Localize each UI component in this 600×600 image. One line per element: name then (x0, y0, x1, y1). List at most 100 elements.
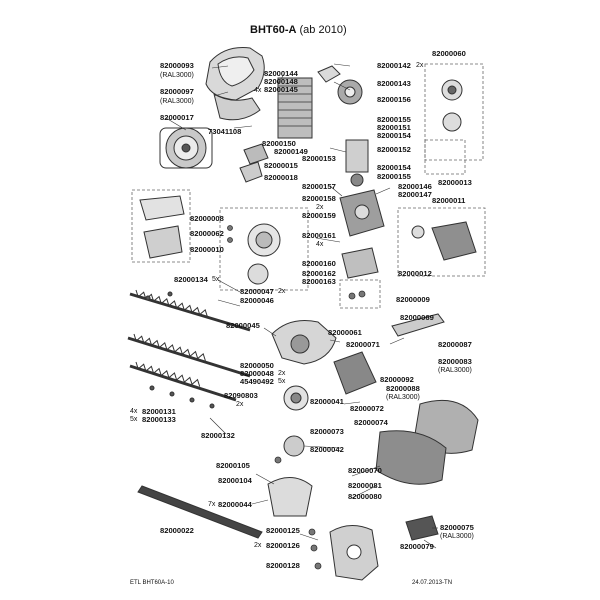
part-82000080-label: 82000080 (348, 492, 382, 501)
part-82000013-label: 82000013 (438, 178, 472, 187)
blade-lower (129, 361, 237, 402)
part-82000050-label: 82000050 (240, 361, 274, 370)
part-82000015-label: 82000015 (264, 161, 298, 170)
part-82000156-label: 82000156 (377, 95, 411, 104)
part-82000162-label: 82000162 (302, 269, 336, 278)
part-82000153-label: 82000153 (302, 154, 336, 163)
color-note-82000088: (RAL3000) (386, 394, 420, 401)
color-note-82000083: (RAL3000) (438, 367, 472, 374)
part-82000160-label: 82000160 (302, 259, 336, 268)
qty-82000048: 2x (278, 370, 286, 377)
air-filter-drawing (411, 79, 477, 261)
part-82000143-label: 82000143 (377, 79, 411, 88)
recoil-starter-drawing (159, 127, 213, 169)
part-82000060-label: 82000060 (432, 49, 466, 58)
part-82000154-label-b: 82000154 (377, 163, 411, 172)
part-82000042-label: 82000042 (310, 445, 344, 454)
part-82000145-label: 82000145 (264, 85, 298, 94)
part-82000132-label: 82000132 (201, 431, 235, 440)
part-82000104-label: 82000104 (218, 476, 252, 485)
part-82000009-label: 82000009 (396, 295, 430, 304)
part-82000022-label: 82000022 (160, 526, 194, 535)
part-82000142-label: 82000142 (377, 61, 411, 70)
fuel-tank-drawing (339, 189, 385, 279)
part-82000159-label: 82000159 (302, 211, 336, 220)
part-82000146-label: 82000146 (398, 182, 432, 191)
part-82000161-label: 82000161 (302, 231, 336, 240)
part-82000017-label: 82000017 (160, 113, 194, 122)
part-82000073-label: 82000073 (310, 427, 344, 436)
part-82000163-label: 82000163 (302, 277, 336, 286)
part-82000070-label: 82000070 (348, 466, 382, 475)
part-82000044-label: 82000044 (218, 500, 252, 509)
part-82000126-label: 82000126 (266, 541, 300, 550)
part-82000046-label: 82000046 (240, 296, 274, 305)
part-82000062-label: 82000062 (190, 229, 224, 238)
qty-82000047: 2x (278, 288, 286, 295)
part-82000125-label: 82000125 (266, 526, 300, 535)
footer-right: 24.07.2013-TN (412, 580, 453, 586)
part-82000061-label: 82000061 (328, 328, 362, 337)
part-45490492-label: 45490492 (240, 377, 274, 386)
part-82000133-label: 82000133 (142, 415, 176, 424)
blade-guard-drawing (137, 485, 263, 539)
cutter-blades-drawing (127, 289, 251, 409)
part-82000008-label: 82000008 (190, 214, 224, 223)
part-82000154-label-a: 82000154 (377, 131, 411, 140)
part-82000150-label: 82000150 (262, 139, 296, 148)
qty-82000131: 4x (130, 408, 138, 415)
part-82000083-label: 82000083 (438, 357, 472, 366)
part-82000155-label-b: 82000155 (377, 172, 411, 181)
footer-left: ETL BHT60A-10 (130, 580, 174, 586)
part-82000148-label: 82000148 (264, 77, 298, 86)
cylinder-drawing (277, 65, 363, 139)
part-82000144-label: 82000144 (264, 69, 298, 78)
part-73041108-label: 73041108 (208, 127, 242, 136)
part-82000152-label: 82000152 (377, 145, 411, 154)
rear-handle-drawing (333, 313, 479, 485)
color-note-82000075: (RAL3000) (440, 533, 474, 540)
part-82000097-label: 82000097 (160, 87, 194, 96)
part-82000010-label: 82000010 (190, 245, 224, 254)
part-82000041-label: 82000041 (310, 397, 344, 406)
part-82000134-label: 82000134 (174, 275, 208, 284)
part-82000149-label: 82000149 (274, 147, 308, 156)
diagram-title: BHT60-A (ab 2010) (250, 24, 347, 36)
qty-82000126: 2x (254, 542, 262, 549)
part-82000105-label: 82000105 (216, 461, 250, 470)
part-82000069-label: 82000069 (400, 313, 434, 322)
part-82000155-label-a: 82000155 (377, 115, 411, 124)
part-82000018-label: 82000018 (264, 173, 298, 182)
color-note-82000097: (RAL3000) (160, 98, 194, 105)
qty-82090803: 2x (236, 401, 244, 408)
part-82000093-label: 82000093 (160, 61, 194, 70)
part-82000012-label: 82000012 (398, 269, 432, 278)
engine-cover-drawing (205, 47, 265, 121)
part-82000075-label: 82000075 (440, 523, 474, 532)
part-82000045-label: 82000045 (226, 321, 260, 330)
gear-housing-drawing (267, 320, 337, 517)
crank-drawing (239, 139, 369, 187)
model-year-note: (ab 2010) (299, 24, 347, 36)
qty-82000161: 4x (316, 241, 324, 248)
part-82090803-label: 82090803 (224, 391, 258, 400)
blade-middle (127, 333, 251, 378)
qty-82000134: 5x (212, 276, 220, 283)
front-handle-drawing (329, 515, 439, 581)
fastener-drawings (227, 225, 366, 570)
part-82000147-label: 82000147 (398, 190, 432, 199)
part-82000131-label: 82000131 (142, 407, 176, 416)
part-82000079-label: 82000079 (400, 542, 434, 551)
part-82000092-label: 82000092 (380, 375, 414, 384)
part-82000081-label: 82000081 (348, 481, 382, 490)
blade-bolts (145, 291, 215, 409)
part-82000157-label: 82000157 (302, 182, 336, 191)
frame-box-carb (339, 279, 381, 309)
leader-lines (165, 63, 438, 549)
frame-box-mid-right (397, 207, 486, 277)
part-82000048-label: 82000048 (240, 369, 274, 378)
qty-82000142: 2x (416, 62, 424, 69)
part-82000151-label: 82000151 (377, 123, 411, 132)
frame-box-small-right (424, 139, 466, 175)
